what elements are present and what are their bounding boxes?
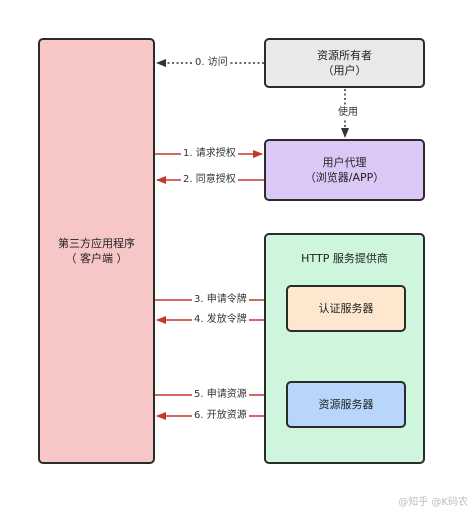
resource-server-label: 资源服务器 bbox=[318, 398, 374, 411]
auth-server-box: 认证服务器 bbox=[286, 285, 406, 332]
user-agent-title: 用户代理 bbox=[322, 156, 367, 169]
user-agent-subtitle: （浏览器/APP） bbox=[304, 171, 385, 184]
step-3-label: 3. 申请令牌 bbox=[192, 294, 249, 306]
step-1-label: 1. 请求授权 bbox=[181, 148, 238, 160]
step-5-label: 5. 申请资源 bbox=[192, 389, 249, 401]
user-agent-box: 用户代理 （浏览器/APP） bbox=[264, 139, 425, 201]
client-app-subtitle: （ 客户端 ） bbox=[65, 252, 128, 265]
resource-owner-box: 资源所有者 （用户） bbox=[264, 38, 425, 88]
resource-owner-title: 资源所有者 bbox=[317, 49, 372, 62]
step-0-label: 0. 访问 bbox=[193, 57, 230, 69]
http-provider-box: HTTP 服务提供商 bbox=[264, 233, 425, 464]
resource-server-box: 资源服务器 bbox=[286, 381, 406, 428]
step-6-label: 6. 开放资源 bbox=[192, 410, 249, 422]
resource-owner-subtitle: （用户） bbox=[322, 64, 367, 77]
watermark: @知乎 @K码农 bbox=[398, 497, 468, 508]
client-app-box: 第三方应用程序 （ 客户端 ） bbox=[38, 38, 155, 464]
step-use-label: 使用 bbox=[336, 107, 360, 119]
auth-server-label: 认证服务器 bbox=[318, 302, 374, 315]
step-4-label: 4. 发放令牌 bbox=[192, 314, 249, 326]
http-provider-title: HTTP 服务提供商 bbox=[301, 252, 388, 265]
step-2-label: 2. 同意授权 bbox=[181, 174, 238, 186]
client-app-title: 第三方应用程序 bbox=[58, 237, 135, 250]
